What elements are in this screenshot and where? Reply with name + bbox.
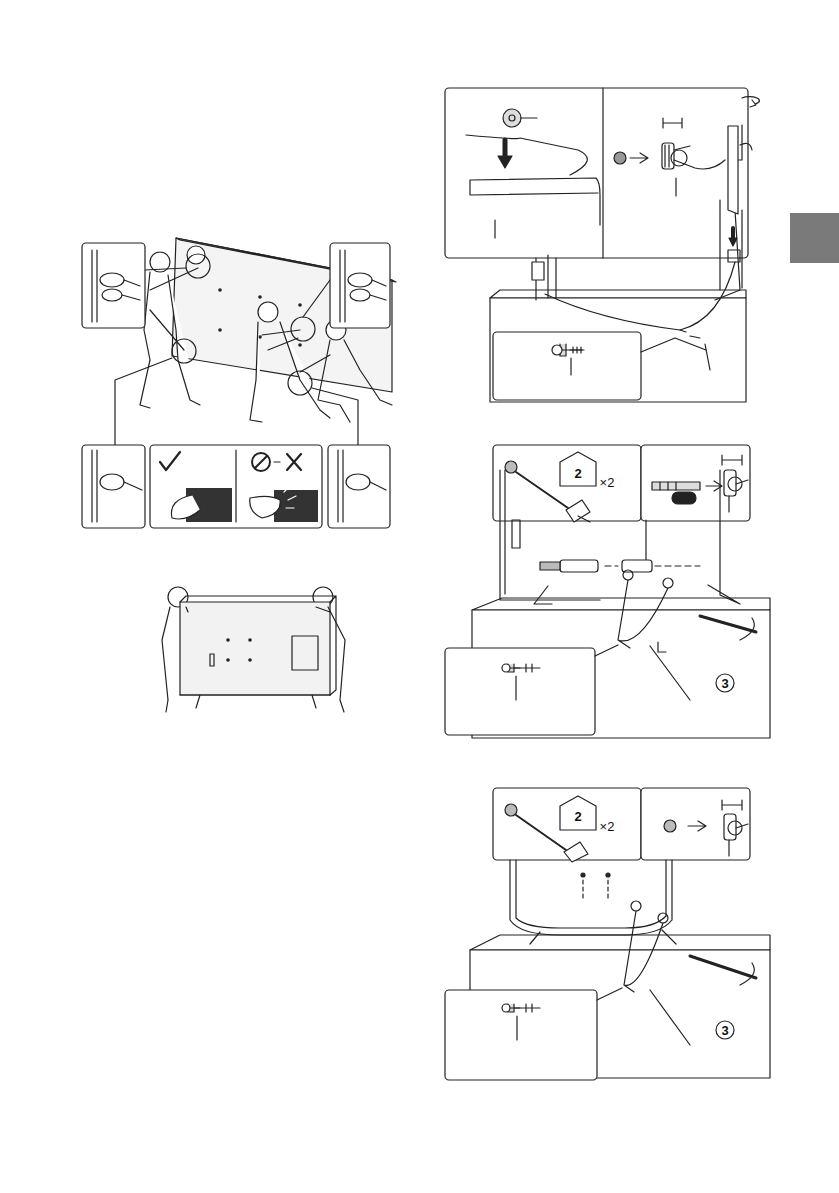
step-circle xyxy=(716,1021,734,1039)
section-tab xyxy=(790,213,839,263)
callout-number: 2 xyxy=(574,467,581,480)
step-number: 3 xyxy=(721,677,728,690)
strap-fixing-wall-type xyxy=(445,445,770,738)
step-number: 3 xyxy=(721,1024,728,1037)
quantity-label: ×2 xyxy=(600,476,615,489)
quantity-label: ×2 xyxy=(600,820,615,833)
two-person-carry xyxy=(162,587,345,712)
step-circle xyxy=(716,674,734,692)
callout-number: 2 xyxy=(574,810,581,823)
four-person-carry xyxy=(82,238,396,528)
strap-fixing-stand xyxy=(445,88,759,402)
strap-fixing-rear xyxy=(445,788,770,1080)
